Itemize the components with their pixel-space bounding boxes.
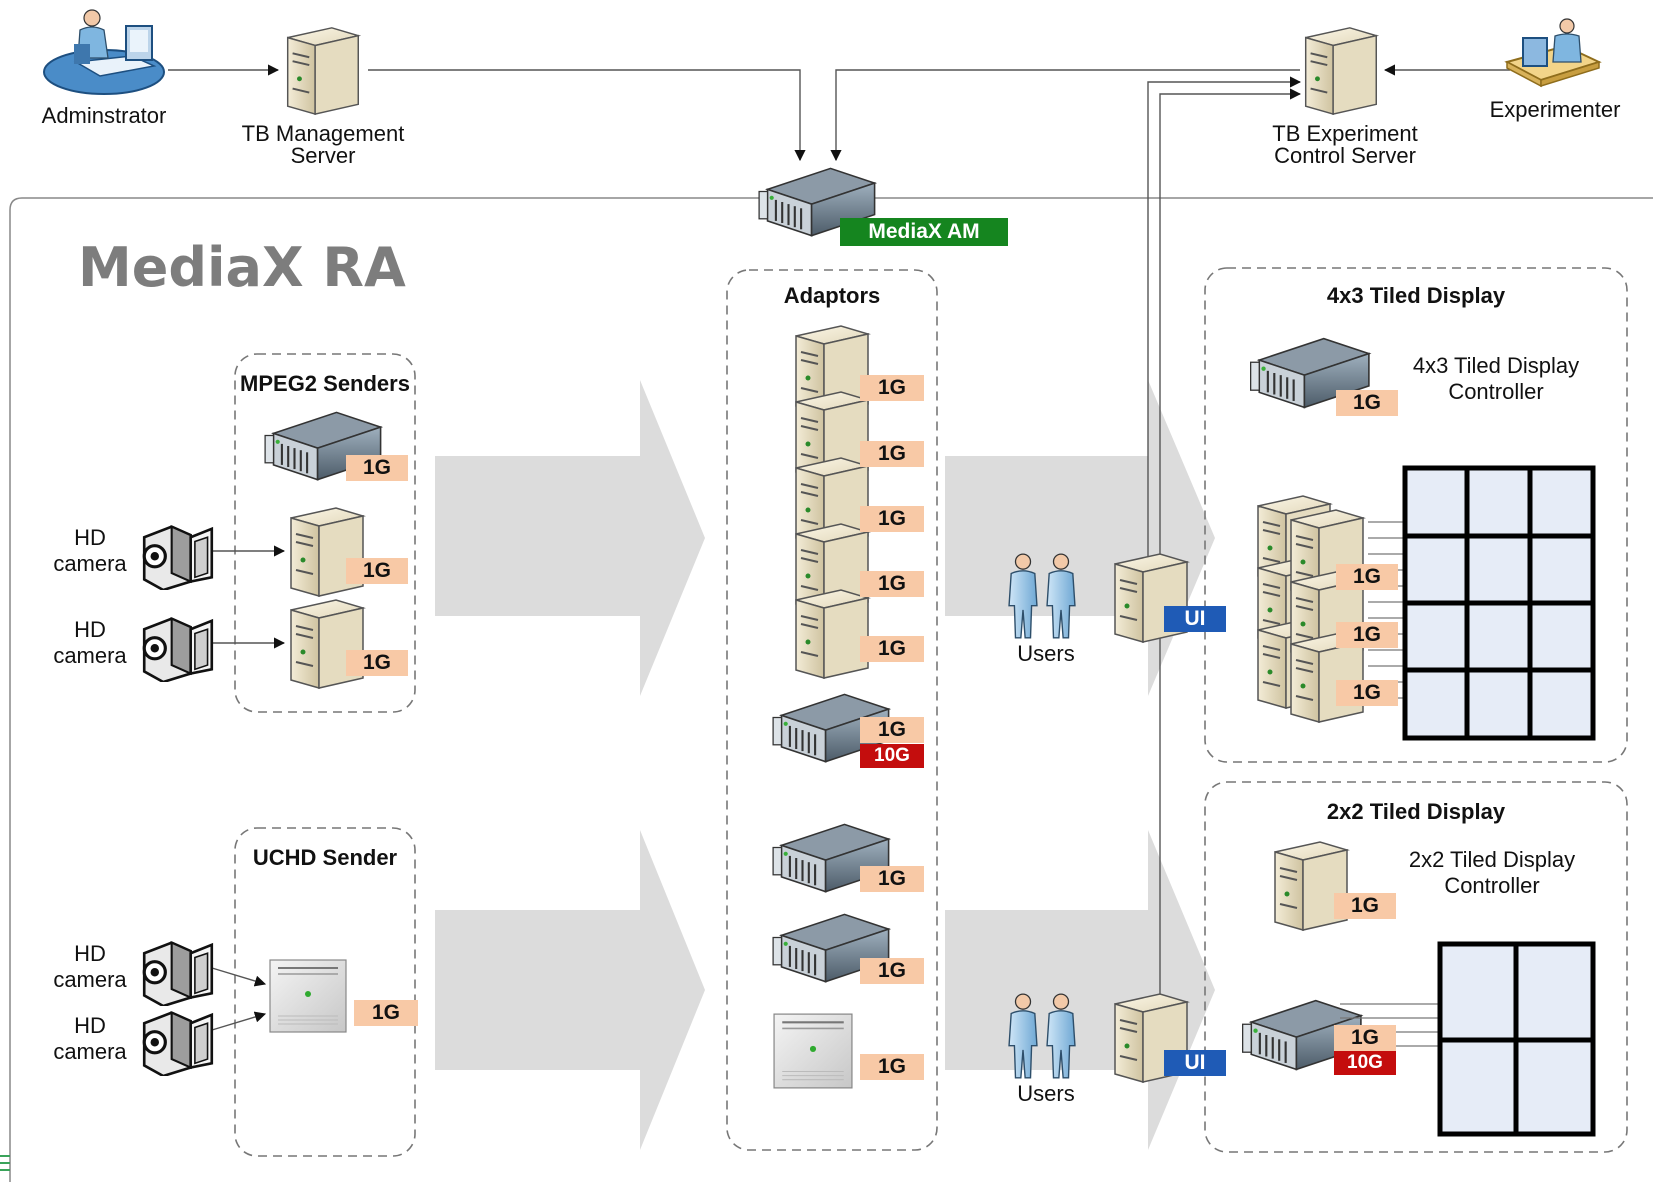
adaptor-badge-10g: 10G — [860, 744, 924, 768]
ui-badge-bottom: UI — [1164, 1050, 1226, 1076]
tb-experiment-label-2: Control Server — [1274, 143, 1416, 168]
hd-camera-1-label-1: HD — [74, 525, 106, 550]
tiled-4x3-badge-1: 1G — [1336, 564, 1398, 590]
tiled-2x2-group — [1204, 781, 1628, 1153]
tiled-2x2-node-badge-1g: 1G — [1334, 1025, 1396, 1051]
tiled-4x3-badge-3: 1G — [1336, 680, 1398, 706]
ui-badge-top: UI — [1164, 606, 1226, 632]
users-label-bottom: Users — [1017, 1081, 1075, 1106]
administrator-icon — [42, 8, 166, 96]
mpeg2-badge-2: 1G — [346, 558, 408, 584]
tb-management-label-2: Server — [290, 143, 356, 168]
mpeg2-badge-1: 1G — [346, 455, 408, 481]
mpeg2-badge-3: 1G — [346, 650, 408, 676]
tb-management-label-1: TB Management — [241, 121, 405, 146]
tiled-2x2-controller-label-1: 2x2 Tiled Display — [1408, 847, 1576, 872]
tiled-4x3-title: 4x3 Tiled Display — [1326, 283, 1506, 308]
tiled-4x3-display-wall — [1402, 465, 1596, 741]
uchd-sender-title: UCHD Sender — [252, 845, 398, 870]
edge-marks — [0, 1155, 10, 1171]
hd-camera-3-icon — [142, 941, 214, 1006]
tb-experiment-server-icon — [1304, 26, 1378, 116]
hd-camera-2-label-2: camera — [53, 643, 127, 668]
uchd-badge: 1G — [354, 1000, 418, 1026]
adaptor-badge-4: 1G — [860, 571, 924, 597]
hd-camera-1-icon — [142, 525, 214, 590]
experimenter-icon — [1505, 17, 1601, 88]
adaptor-badge-2: 1G — [860, 441, 924, 467]
hd-camera-3-label-2: camera — [53, 967, 127, 992]
tiled-4x3-cables — [1368, 521, 1405, 699]
tiled-4x3-controller-label-2: Controller — [1448, 379, 1544, 404]
tiled-4x3-controller-badge: 1G — [1336, 390, 1398, 416]
hd-camera-2-label-1: HD — [74, 617, 106, 642]
flow-arrow-uchd — [435, 830, 705, 1150]
mpeg2-senders-group — [234, 353, 416, 713]
adaptors-group — [726, 269, 938, 1151]
hd-camera-1-label-2: camera — [53, 551, 127, 576]
control-lines — [168, 64, 1510, 1031]
uchd-sender-group — [234, 827, 416, 1157]
adaptor-badge-7: 1G — [860, 866, 924, 892]
hd-camera-3-label-1: HD — [74, 941, 106, 966]
tiled-4x3-controller-label-1: 4x3 Tiled Display — [1412, 353, 1580, 378]
adaptor-badge-8: 1G — [860, 958, 924, 984]
tb-experiment-label-1: TB Experiment — [1272, 121, 1418, 146]
adaptor-badge-9: 1G — [860, 1054, 924, 1080]
tb-management-server-icon — [286, 26, 360, 116]
users-label-top: Users — [1017, 641, 1075, 666]
tiled-2x2-node-badge-10g: 10G — [1334, 1051, 1396, 1075]
tiled-2x2-controller-badge: 1G — [1334, 893, 1396, 919]
mediax-am-badge: MediaX AM — [840, 218, 1008, 246]
adaptor-grey-server-icon — [773, 1013, 853, 1089]
tiled-2x2-controller-label-2: Controller — [1444, 873, 1540, 898]
adaptor-badge-1: 1G — [860, 375, 924, 401]
tiled-2x2-display-wall — [1437, 941, 1596, 1137]
administrator-label: Adminstrator — [41, 103, 167, 128]
page-title: MediaX RA — [78, 236, 406, 299]
mediax-ra-frame — [9, 197, 1653, 1182]
adaptor-badge-3: 1G — [860, 506, 924, 532]
tiled-4x3-group — [1204, 267, 1628, 763]
hd-camera-4-label-2: camera — [53, 1039, 127, 1064]
adaptor-badge-5: 1G — [860, 636, 924, 662]
adaptors-title: Adaptors — [783, 283, 881, 308]
adaptor-badge-6: 1G — [860, 717, 924, 743]
tiled-4x3-badge-2: 1G — [1336, 622, 1398, 648]
hd-camera-4-icon — [142, 1011, 214, 1076]
tiled-2x2-title: 2x2 Tiled Display — [1326, 799, 1506, 824]
adaptor-tower-5-icon — [794, 588, 870, 680]
experimenter-label: Experimenter — [1489, 97, 1621, 122]
flow-arrow-mpeg2 — [435, 380, 705, 696]
mpeg2-senders-title: MPEG2 Senders — [240, 371, 410, 396]
hd-camera-4-label-1: HD — [74, 1013, 106, 1038]
hd-camera-2-icon — [142, 617, 214, 682]
uchd-server-icon — [269, 959, 347, 1033]
